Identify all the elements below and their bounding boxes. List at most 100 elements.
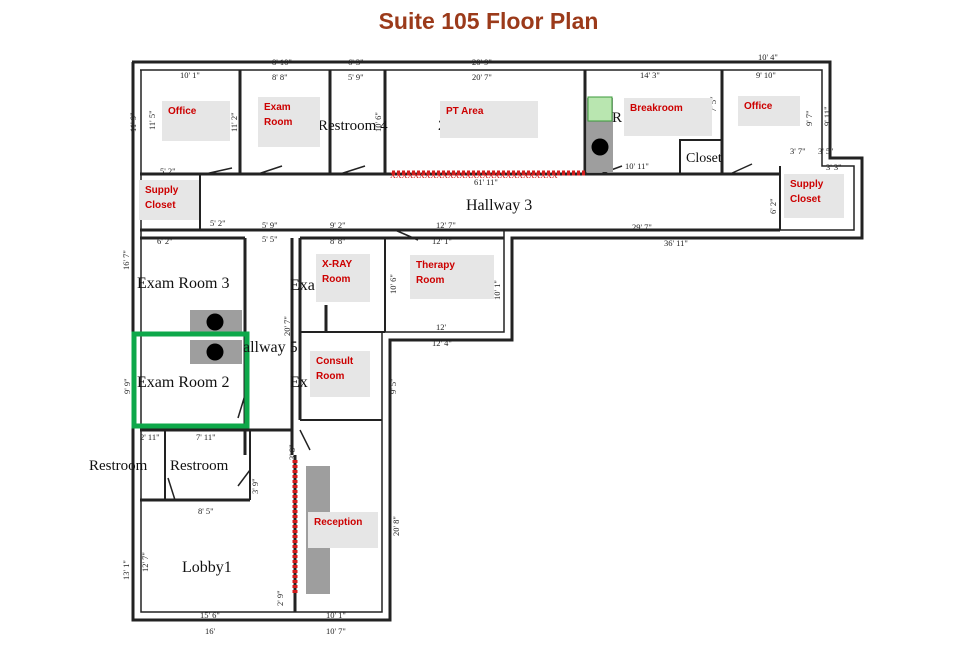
dimension-label: 16' 7"	[121, 250, 131, 270]
restroom4-text: Restroom 4	[318, 118, 388, 134]
closet-outline	[679, 139, 723, 175]
closet-text: Closet	[686, 151, 722, 166]
dimension-label: 6' 2"	[768, 198, 778, 214]
exam2-dot	[206, 343, 224, 361]
supply-closet-right-text: Supply Closet	[790, 179, 824, 205]
dimension-label: 6' 3"	[348, 57, 364, 67]
dimension-label: 20' 7"	[282, 316, 292, 336]
lobby1-text: Lobby1	[182, 559, 232, 576]
r-letter-text: R	[612, 110, 622, 126]
dimension-label: 12' 4"	[432, 338, 452, 348]
pt-area-label: PT Area	[440, 101, 538, 138]
dimension-label: 3' 3"	[826, 162, 842, 172]
door-swing	[204, 167, 233, 175]
exam3-dot	[206, 313, 224, 331]
dimension-label: 8' 8"	[330, 236, 346, 246]
page-title: Suite 105 Floor Plan	[378, 8, 599, 34]
dimension-label: 11' 9"	[128, 112, 138, 132]
reception-label: Reception	[308, 512, 378, 548]
dimension-label: 20' 8"	[391, 516, 401, 536]
dimension-label: 5' 2"	[160, 166, 176, 176]
door-swing	[167, 477, 176, 501]
exam-room-2-highlight	[131, 331, 250, 429]
dimension-label: 12' 7"	[436, 220, 456, 230]
dimension-label: 6' 2"	[157, 236, 173, 246]
dimension-label: 2' 9"	[275, 590, 285, 606]
hallway5-text: allway 5	[243, 339, 298, 356]
dimension-label: 14' 3"	[640, 70, 660, 80]
office-2-label: Office	[738, 96, 800, 126]
door-swing	[257, 165, 283, 175]
plan-text: Restroom 4 2 R Closet Hallway 3 Exam Roo…	[89, 110, 722, 576]
dimension-label: 10' 4"	[758, 52, 778, 62]
exam-room-3-text: Exam Room 3	[137, 275, 229, 292]
light-green-marker	[587, 96, 613, 122]
dimension-label: 7' 5"	[708, 96, 718, 112]
breakroom-text: Breakroom	[630, 103, 683, 114]
dimension-label: 10' 1"	[180, 70, 200, 80]
therapy-room-label: Therapy Room	[410, 255, 494, 299]
dimension-label: 3' 7"	[790, 146, 806, 156]
dimension-label: 10' 6"	[373, 112, 383, 132]
supply-closet-left-label: Supply Closet	[139, 180, 199, 220]
dimension-label: 7' 11"	[196, 432, 216, 442]
dimension-label: 3' 8"	[287, 444, 297, 460]
xray-room-text: X-RAY Room	[322, 259, 353, 285]
dimension-label: 5' 9"	[348, 72, 364, 82]
dimension-label: 20' 9"	[472, 57, 492, 67]
dimension-label: 5' 9"	[262, 220, 278, 230]
dimension-label: 10' 1"	[326, 610, 346, 620]
dimension-label: 29' 7"	[632, 222, 652, 232]
dimension-label: 10' 6"	[388, 274, 398, 294]
therapy-room-text: Therapy Room	[416, 260, 455, 286]
door-swing	[237, 469, 251, 487]
pt-area-text: PT Area	[446, 106, 484, 117]
dimension-label: 11' 2"	[229, 112, 239, 132]
dimension-label: 3' 5"	[818, 146, 834, 156]
office-2-text: Office	[744, 101, 773, 112]
dimension-label: 61' 11"	[474, 177, 498, 187]
dimension-label: 3' 9"	[250, 478, 260, 494]
dimension-label: 16'	[205, 626, 216, 636]
xray-room-label: X-RAY Room	[316, 254, 370, 302]
door-swing	[394, 229, 419, 241]
dimension-label: 36' 11"	[664, 238, 688, 248]
xxx-text: XXXXXXXXXXXXXXXXXXXXXXXXXXXXX	[390, 171, 558, 180]
dimension-label: 9' 7"	[804, 110, 814, 126]
outer-wall	[131, 60, 864, 622]
dimension-label: 13' 1"	[121, 560, 131, 580]
red-hatch-walls	[292, 170, 585, 595]
supply-closet-right-label: Supply Closet	[784, 174, 844, 218]
supply-closet-left-text: Supply Closet	[145, 185, 179, 211]
hallway3-text: Hallway 3	[466, 197, 532, 214]
office-1-label: Office	[162, 101, 230, 141]
dimension-label: 10' 7"	[326, 626, 346, 636]
dimension-label: 12' 7"	[140, 552, 150, 572]
dimension-labels: 10' 1" 8' 10" 8' 8" 6' 3" 5' 9" 20' 9" 2…	[121, 52, 842, 636]
door-swing	[299, 429, 311, 451]
consult-room-label: Consult Room	[310, 351, 370, 397]
dimension-label: 8' 10"	[272, 57, 292, 67]
exam-room-2-text: Exam Room 2	[137, 374, 229, 391]
door-swing	[729, 163, 753, 175]
dimension-label: 9' 9"	[122, 378, 132, 394]
breakroom-label: Breakroom	[624, 98, 712, 136]
dimension-label: 9' 2"	[330, 220, 346, 230]
dimension-label: 9' 10"	[756, 70, 776, 80]
dimension-label: 10' 11"	[625, 161, 649, 171]
dimension-label: 11' 5"	[147, 110, 157, 130]
exam-room-top-text: Exam Room	[264, 102, 293, 128]
dimension-label: 8' 8"	[272, 72, 288, 82]
office-1-text: Office	[168, 106, 197, 117]
dimension-label: 5' 2"	[210, 218, 226, 228]
dimension-label: 15' 6"	[200, 610, 220, 620]
exam-room-top-label: Exam Room	[258, 97, 320, 147]
consult-room-text: Consult Room	[316, 356, 354, 382]
dimension-label: 9' 5"	[388, 378, 398, 394]
door-swing	[339, 165, 366, 175]
exam-partial-1-text: Exa	[290, 277, 315, 294]
dimension-label: 2' 11"	[140, 432, 160, 442]
dimension-label: 8' 5"	[198, 506, 214, 516]
breakroom-dot	[591, 138, 609, 156]
